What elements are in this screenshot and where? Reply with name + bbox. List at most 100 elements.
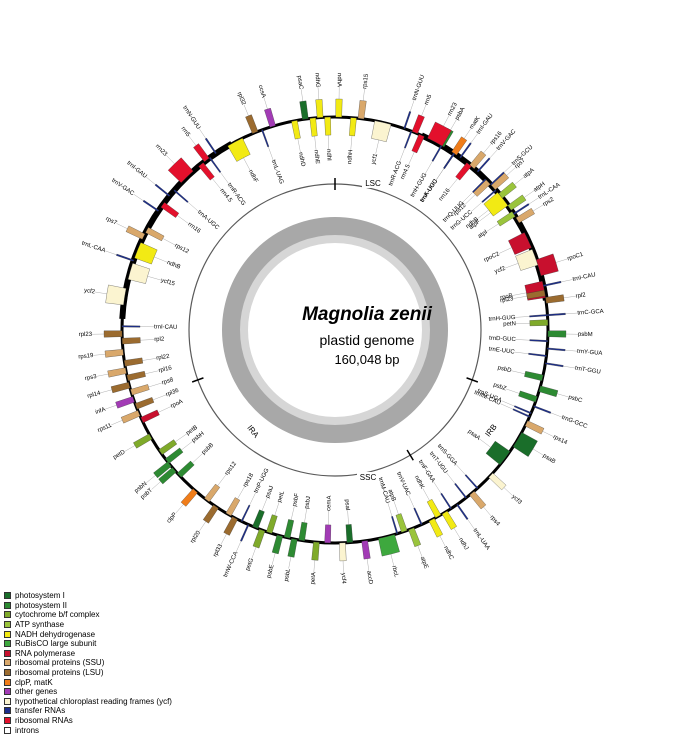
gene-label: trnV-GAC: [110, 178, 135, 198]
gene-leader: [487, 224, 499, 232]
gene-label: ndhE: [313, 150, 320, 165]
gene-label: ycf4: [340, 573, 346, 585]
gene-leader: [436, 168, 444, 180]
gene-block-petD: [133, 434, 152, 448]
gene-block-rps19: [105, 349, 124, 357]
legend-item: RNA polymerase: [4, 649, 172, 659]
gene-leader: [418, 546, 422, 557]
gene-label: psaC: [296, 75, 304, 90]
gene-label: ndhG: [313, 73, 320, 88]
gene-leader: [348, 511, 349, 525]
legend-swatch: [4, 631, 11, 638]
gene-leader: [154, 257, 167, 262]
legend-label: hypothetical chloroplast reading frames …: [15, 697, 172, 706]
gene-leader: [188, 202, 199, 211]
gene-block-trnS-UGA: [514, 406, 531, 414]
gene-block-trnV-UAC: [414, 508, 423, 525]
gene-leader: [163, 238, 175, 245]
gene-block-rrn5: [412, 115, 424, 134]
gene-leader: [483, 507, 491, 516]
gene-block-psbB: [177, 461, 194, 477]
gene-label: atpA: [522, 167, 535, 179]
gene-block-psaJ: [252, 510, 264, 529]
gene-leader: [376, 140, 379, 154]
gene-block-psbE: [272, 535, 283, 554]
gene-block-psbD: [524, 371, 543, 381]
gene-leader: [199, 129, 206, 139]
gene-block-petN: [530, 320, 548, 326]
gene-leader: [146, 177, 155, 185]
gene-leader: [105, 251, 116, 255]
gene-block-ndhA: [336, 99, 343, 117]
gene-leader: [351, 136, 352, 150]
gene-block-ndhI: [325, 117, 331, 135]
gene-label: rpl2: [575, 292, 586, 299]
gene-block-rps4: [470, 491, 486, 509]
gene-block-trnT-UGU: [455, 483, 467, 498]
gene-leader: [516, 316, 530, 317]
gene-leader: [504, 488, 513, 496]
gene-label: rps12: [174, 243, 191, 256]
gene-block-rps12: [204, 484, 219, 502]
gene-block-trnT-GGU: [545, 363, 563, 367]
gene-block-psbF: [284, 519, 294, 538]
gene-leader: [158, 406, 171, 412]
gene-block-rrn16: [161, 202, 179, 217]
gene-label: trnL-CAA: [81, 241, 106, 255]
gene-label: trnD-GUC: [489, 336, 517, 343]
legend-item: ribosomal proteins (LSU): [4, 668, 172, 678]
gene-block-rrn4.5: [199, 163, 215, 181]
gene-block-rpl14: [111, 382, 130, 393]
gene-label: rpl23: [79, 332, 93, 338]
gene-label: rpl23: [500, 296, 515, 304]
center-title: Magnolia zenii plastid genome 160,048 bp: [302, 304, 433, 367]
legend-item: photosystem II: [4, 601, 172, 611]
gene-label: ndhD: [297, 152, 306, 168]
gene-label: clpP: [166, 512, 178, 525]
gene-leader: [367, 559, 369, 571]
gene-label: ycf2: [84, 288, 96, 296]
gene-leader: [505, 263, 518, 268]
legend-swatch: [4, 640, 11, 647]
legend-swatch: [4, 592, 11, 599]
gene-label: trnY-GUA: [577, 349, 603, 357]
gene-block-trnF-GAA: [441, 493, 452, 509]
gene-block-trnA-UGC: [443, 153, 454, 169]
gene-leader: [125, 446, 135, 452]
gene-block-rrn23: [168, 158, 193, 183]
gene-leader: [515, 352, 529, 354]
legend-label: cytochrome b/f complex: [15, 610, 99, 619]
gene-leader: [388, 503, 392, 516]
gene-block-ndhD: [291, 120, 300, 139]
gene-leader: [262, 498, 267, 511]
gene-leader: [181, 441, 192, 450]
gene-label: psbC: [568, 395, 584, 405]
gene-leader: [556, 259, 567, 263]
region-boundary-tick: [407, 450, 413, 460]
gene-label: psbM: [578, 332, 593, 338]
gene-block-clpP: [181, 489, 197, 507]
gene-label: psaI: [343, 499, 350, 511]
gene-label: rps11: [97, 422, 113, 433]
gene-leader: [513, 296, 527, 298]
gene-label: petA: [310, 572, 317, 585]
legend-item: cytochrome b/f complex: [4, 610, 172, 620]
gene-block-petA: [312, 542, 320, 560]
gene-leader: [464, 129, 471, 139]
gene-label: trnI-GAU: [476, 113, 495, 136]
gene-block-rps11: [121, 410, 140, 423]
gene-leader: [199, 522, 206, 532]
gene-block-rrn4.5: [412, 134, 425, 153]
gene-label: ndhK: [413, 475, 425, 490]
gene-leader: [454, 528, 460, 538]
gene-block-psaB: [513, 432, 537, 456]
gene-label: accD: [365, 570, 373, 585]
legend-item: introns: [4, 725, 172, 735]
gene-leader: [391, 554, 394, 566]
gene-block-psaA: [486, 441, 510, 465]
gene-label: rrn16: [186, 222, 201, 235]
gene-leader: [250, 493, 256, 506]
gene-block-trnN-GUU: [205, 138, 216, 154]
gene-leader: [480, 213, 491, 221]
gene-leader: [478, 210, 489, 219]
